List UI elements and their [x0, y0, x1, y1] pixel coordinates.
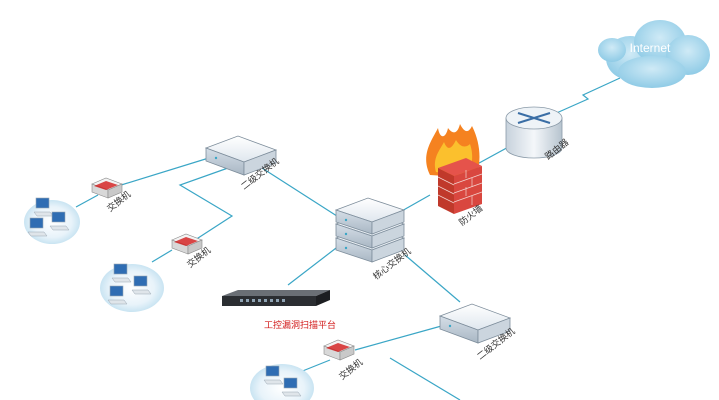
firewall: 防火墙: [426, 124, 485, 228]
scan-platform: 工控漏洞扫描平台: [222, 290, 336, 331]
internet-cloud: Internet: [598, 20, 710, 88]
links: [75, 77, 621, 400]
computer-group-3: [250, 364, 314, 400]
computer-icon: [107, 263, 152, 305]
secondary-switch-bottom: 二级交换机: [438, 303, 517, 362]
link-secondary-top-switch2: [178, 167, 234, 241]
computer-icon: [27, 197, 70, 237]
link-core-secondary-bottom: [404, 254, 461, 303]
link-secondary-top-switch1: [117, 156, 213, 187]
router-arrows-icon: [517, 112, 551, 124]
brick-wall-icon: [437, 158, 483, 214]
link-secondary-bottom-down: [389, 357, 461, 400]
access-switch-2: 交换机: [171, 233, 213, 270]
link-switch3-group3: [299, 359, 331, 373]
link-secondary-bottom-switch3: [354, 324, 446, 351]
core-switch: 核心交换机: [334, 197, 413, 282]
access-switch-3: 交换机: [323, 339, 365, 382]
link-core-secondary-top: [261, 167, 341, 219]
link-switch2-group2: [151, 249, 173, 263]
access-switch-3-label: 交换机: [336, 356, 365, 382]
computer-group-2: [100, 263, 164, 312]
computer-icon: [263, 365, 302, 397]
computer-group-1: [24, 197, 80, 244]
router: 路由器: [505, 106, 571, 162]
secondary-switch-top: 二级交换机: [204, 135, 281, 192]
link-firewall-core: [399, 194, 431, 213]
internet-label: Internet: [630, 41, 671, 55]
scan-platform-label: 工控漏洞扫描平台: [264, 319, 336, 331]
link-internet-router: [551, 77, 621, 116]
link-switch1-group1: [75, 194, 99, 208]
link-core-scanner: [287, 244, 341, 286]
